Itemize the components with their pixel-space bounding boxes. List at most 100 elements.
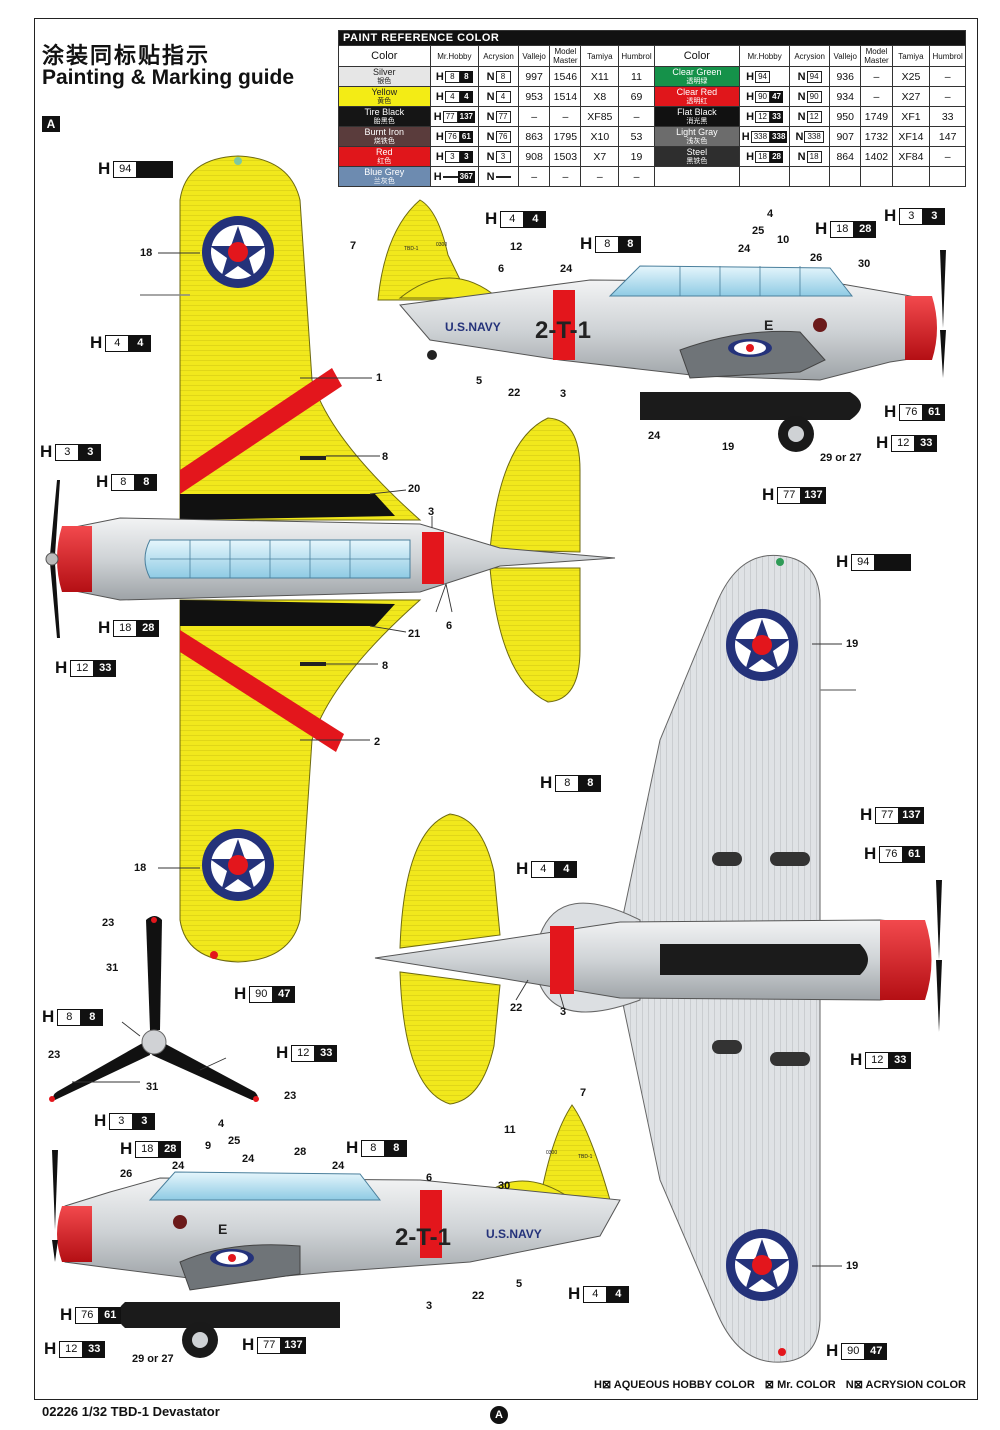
decal-number: 6 [446,620,453,632]
decal-number: 24 [648,430,661,442]
sheet-badge: A [490,1406,508,1424]
decal-number: 7 [350,240,357,252]
page-frame [34,18,978,1400]
decal-number: 5 [476,375,483,387]
mm-code: 1546 [549,66,582,87]
paint-table-header: Color Mr.Hobby Acrysion Vallejo Model Ma… [338,45,966,67]
vallejo-code: 997 [517,66,551,87]
walkway-stripe-upper [180,494,395,520]
mm-code: 1795 [549,126,582,147]
decal-number: 24 [738,243,751,255]
legend-acrysion: N⊠ ACRYSION COLOR [845,1379,966,1391]
title-english: Painting & Marking guide [42,66,295,89]
paint-table-caption: PAINT REFERENCE COLOR [338,30,966,46]
legend-aqueous: H⊠ AQUEOUS HOBBY COLOR [594,1379,755,1391]
navy-text-upper: U.S.NAVY [445,320,501,334]
humbrol-code: 147 [929,126,966,147]
decal-number: 25 [228,1135,241,1147]
roundel-bottom-upper [726,609,798,681]
decal-number: 22 [508,387,521,399]
decal-number: 23 [102,917,115,929]
propeller-detail [49,916,259,1102]
red-stripe-lower [180,630,344,752]
mm-code: – [549,166,582,187]
decal-number: 7 [580,1087,587,1099]
decal-number: 25 [752,225,765,237]
decal-number: 24 [172,1160,185,1172]
title-chinese: 涂装同标贴指示 [42,44,211,69]
side-view-lower-aircraft: 2-T-1 U.S.NAVY E TBD-1 0300 [52,1104,621,1358]
decal-number: 11 [504,1124,516,1136]
legend-mr-color: ⊠ Mr. COLOR [764,1379,836,1391]
decal-number: 26 [810,252,823,264]
vallejo-code: 950 [829,106,862,127]
vallejo-code: 953 [517,86,551,107]
decal-number: 4 [767,208,774,220]
decal-number: 24 [560,263,573,275]
mm-code: 1749 [860,106,893,127]
side-letter-upper: E [764,317,773,333]
decal-number: 4 [218,1118,225,1130]
decal-number: 23 [48,1049,61,1061]
decal-number: 30 [858,258,871,270]
top-view-aircraft [45,155,616,963]
decal-number: 20 [408,483,421,495]
navy-text-lower: U.S.NAVY [486,1227,542,1241]
mr-hobby-code [738,166,791,187]
decal-number: 31 [106,962,119,974]
tail-code-lower: TBD-1 [578,1154,593,1160]
decal-number: 26 [120,1168,133,1180]
decal-number: 19 [846,638,859,650]
decal-number: 6 [426,1172,433,1184]
tamiya-code: X7 [580,146,620,167]
tamiya-code: XF1 [891,106,931,127]
decal-number: 24 [332,1160,345,1172]
side-letter-lower: E [218,1221,227,1237]
decal-number: 31 [146,1081,159,1093]
roundel-bottom-lower [726,1229,798,1301]
decal-number: 8 [382,451,389,463]
decal-number: 3 [560,1006,567,1018]
tamiya-code: XF14 [891,126,931,147]
fuselage-code-upper: 2-T-1 [535,317,591,344]
vallejo-code: 863 [517,126,551,147]
decal-number: 3 [426,1300,433,1312]
decal-number: 28 [294,1146,307,1158]
